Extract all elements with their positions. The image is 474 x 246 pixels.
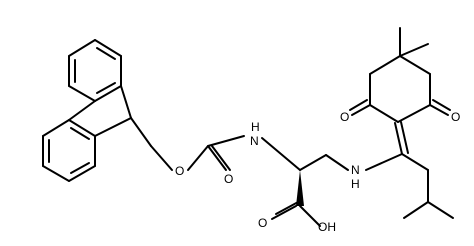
- oxygen-ketone-right-label: O: [451, 110, 460, 124]
- carbamate-linker: [130, 117, 245, 171]
- n-label: N: [351, 163, 360, 177]
- dimedone-ring: [349, 27, 451, 123]
- n-label: H: [251, 120, 260, 134]
- fluorene-lower-ring: [42, 119, 96, 182]
- wedge-bond: [296, 170, 304, 206]
- n-label: N: [250, 134, 259, 148]
- fluorene-five-ring: [68, 85, 132, 137]
- fluorene-upper-ring: [68, 39, 122, 102]
- oxygen-carbonyl-label: O: [224, 172, 233, 186]
- enamine-side-chain: [365, 121, 454, 219]
- h-label: H: [351, 177, 360, 191]
- oxygen-ketone-left-label: O: [340, 110, 349, 124]
- oxygen-ether-label: O: [175, 164, 184, 178]
- oxygen-acid-label: O: [258, 216, 267, 230]
- amino-acid-backbone: [261, 137, 349, 227]
- hydroxyl-acid-label: OH: [318, 220, 336, 234]
